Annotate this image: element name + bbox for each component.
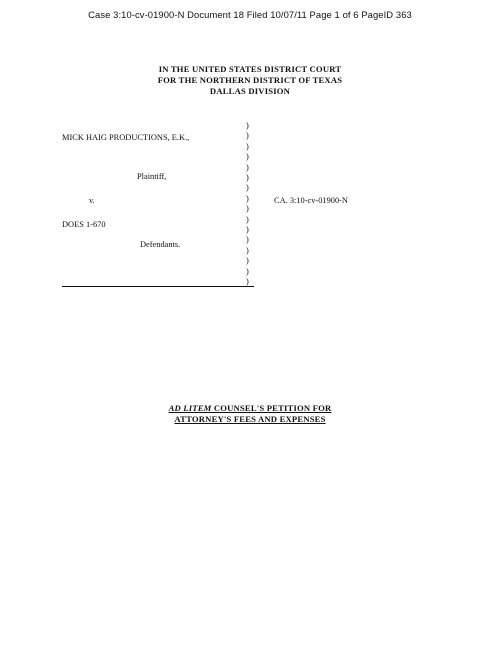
title-rest-line-1: COUNSEL'S PETITION FOR: [211, 403, 332, 413]
document-title-line-1: AD LITEM COUNSEL'S PETITION FOR: [0, 403, 500, 413]
court-division: DALLAS DIVISION: [209, 86, 291, 96]
title-italic-part: AD LITEM: [168, 403, 212, 413]
versus-label: v.: [89, 196, 95, 205]
court-name-line-2: FOR THE NORTHERN DISTRICT OF TEXAS: [157, 75, 343, 85]
plaintiff-role: Plaintiff,: [137, 172, 167, 181]
caption-parenthesis-column: )) )) )) )) )) )) )) )): [246, 121, 249, 287]
caption-underline: [62, 286, 254, 287]
case-header: Case 3:10-cv-01900-N Document 18 Filed 1…: [88, 9, 412, 20]
plaintiff-name: MICK HAIG PRODUCTIONS, E.K.,: [62, 133, 190, 142]
case-number: CA. 3:10-cv-01900-N: [274, 196, 348, 205]
defendant-role: Defendants.: [140, 240, 181, 249]
defendant-name: DOES 1-670: [62, 220, 106, 229]
document-title-line-2: ATTORNEY'S FEES AND EXPENSES: [174, 414, 326, 424]
court-name-line-1: IN THE UNITED STATES DISTRICT COURT: [158, 64, 342, 74]
